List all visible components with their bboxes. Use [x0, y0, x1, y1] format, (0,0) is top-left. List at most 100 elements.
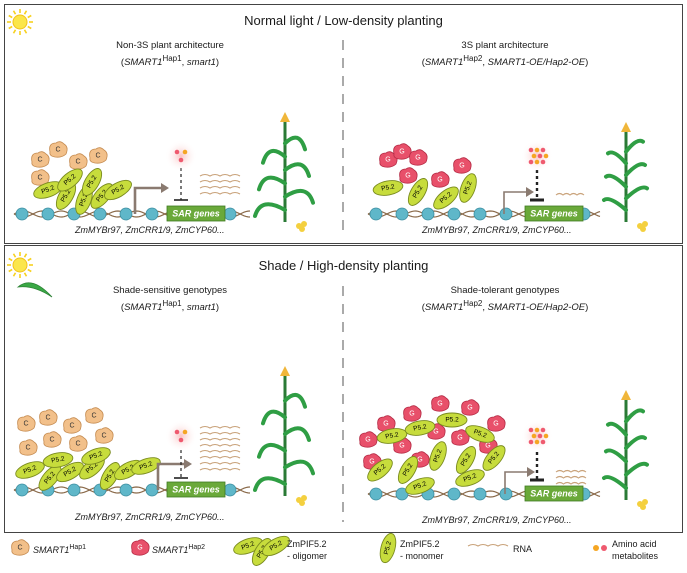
- legend-amino-l2: metabolites: [612, 551, 659, 561]
- gene-list-normal-left: ZmMYBr97, ZmCRR1/9, ZmCYP60...: [75, 225, 225, 235]
- arrow-head: [527, 467, 535, 477]
- hap-body: [453, 157, 472, 174]
- sun-ray: [23, 10, 28, 15]
- sun-ray: [8, 257, 13, 262]
- sun-ray: [27, 25, 32, 30]
- maize-plant: [253, 366, 315, 506]
- pif-monomer: P5.2: [367, 458, 393, 482]
- hap-letter: C: [37, 157, 42, 164]
- rna-strand: [199, 173, 241, 177]
- legend-hap1-name: SMART1: [33, 545, 70, 555]
- sun-ray: [8, 14, 13, 19]
- nucleosome: [395, 487, 409, 501]
- arrow-line: [504, 471, 527, 494]
- pif-body: [455, 469, 485, 487]
- allele-oe: SMART1-OE/Hap2-OE: [487, 57, 586, 69]
- sar-label: SAR genes: [530, 489, 578, 499]
- nucleosome: [67, 483, 81, 497]
- hap-letter: G: [137, 545, 142, 552]
- pif-label: P5.2: [413, 423, 428, 432]
- leaf: [257, 175, 287, 192]
- alleles-shade-sensitive: (SMART1Hap1, smart1): [120, 299, 220, 314]
- tassel: [621, 122, 631, 132]
- leaf: [283, 459, 315, 476]
- hap-letter: G: [385, 157, 390, 164]
- rna-strand: [555, 481, 587, 485]
- pif-body: [459, 173, 477, 203]
- pif-body: [372, 180, 404, 196]
- sun-ray: [12, 10, 17, 15]
- pif-monomer: P5.2: [407, 178, 429, 206]
- hap-letter: C: [95, 153, 100, 160]
- sar-genes-box: SAR genes: [524, 485, 584, 502]
- pif-label: P5.2: [385, 431, 400, 440]
- metabolite-dot: [531, 153, 537, 159]
- metabolite-dot: [543, 153, 549, 159]
- sun-disk: [12, 257, 28, 273]
- metabolite-dot: [540, 439, 546, 445]
- arrow-head: [526, 187, 534, 197]
- leaf: [606, 150, 628, 166]
- arrow-line: [133, 186, 161, 214]
- gene-list-shade-right: ZmMYBr97, ZmCRR1/9, ZmCYP60...: [422, 515, 572, 525]
- hap-body: [393, 143, 412, 160]
- kernel: [642, 221, 648, 227]
- sar-genes-box: SAR genes: [166, 205, 226, 222]
- pif-body: [433, 186, 459, 210]
- pif-body: [482, 445, 506, 471]
- nucleosome: [223, 207, 237, 221]
- pif-label: P5.2: [463, 472, 478, 483]
- rna-strand: [199, 425, 241, 429]
- hap-body: [95, 427, 114, 444]
- heading-shade-tolerant: Shade-tolerant genotypes: [450, 285, 560, 296]
- hap-body: [17, 415, 36, 432]
- metabolite-dot: [537, 433, 543, 439]
- arrow-line: [503, 191, 526, 214]
- pif-oligomer-unit: P5.2: [42, 452, 74, 468]
- pif-label: P5.2: [78, 192, 89, 207]
- pif-body: [99, 462, 121, 490]
- hap-body: [31, 169, 50, 186]
- metabolite-dot: [540, 147, 546, 153]
- leaf: [624, 185, 649, 201]
- sun-ray: [12, 29, 17, 34]
- pif-body: [436, 412, 468, 428]
- metabolite-dot: [182, 429, 188, 435]
- transcription-arrow: [133, 183, 169, 214]
- metabolite-glow: [165, 420, 197, 452]
- metabolite-dot: [534, 427, 540, 433]
- hap-body: [85, 407, 104, 424]
- kernel: [640, 226, 646, 232]
- smart1-hap1: C: [31, 169, 50, 186]
- sun-ray: [23, 272, 28, 277]
- leaf: [283, 426, 311, 442]
- leaf: [624, 138, 645, 154]
- pif-oligomer-unit: P5.2: [55, 182, 77, 210]
- metabolite-dot: [540, 159, 546, 165]
- allele-smart1: SMART1: [424, 302, 464, 314]
- hap-body: [89, 147, 108, 164]
- kernel: [640, 504, 646, 510]
- pif-body: [262, 535, 290, 557]
- metabolite-dot: [528, 439, 534, 445]
- pif-monomer: P5.2: [372, 180, 404, 196]
- rna-strand: [199, 179, 241, 183]
- hap-body: [431, 395, 450, 412]
- sar-genes-box: SAR genes: [524, 205, 584, 222]
- leaf: [253, 202, 287, 218]
- sar-rect: [524, 485, 584, 502]
- hap-body: [131, 539, 150, 556]
- hap-letter: C: [23, 421, 28, 428]
- nucleosome: [395, 207, 409, 221]
- smart1-hap1: C: [49, 141, 68, 158]
- legend-oligomer-l1: ZmPIF5.2: [287, 539, 327, 549]
- smart1-hap1: C: [89, 147, 108, 164]
- metabolites-cluster: [165, 140, 197, 172]
- hap-letter: C: [101, 433, 106, 440]
- leaf: [624, 461, 649, 477]
- pif-monomer: P5.2: [433, 186, 459, 210]
- hap-letter: G: [437, 177, 442, 184]
- kernel: [299, 226, 305, 232]
- sar-genes-box: SAR genes: [166, 481, 226, 498]
